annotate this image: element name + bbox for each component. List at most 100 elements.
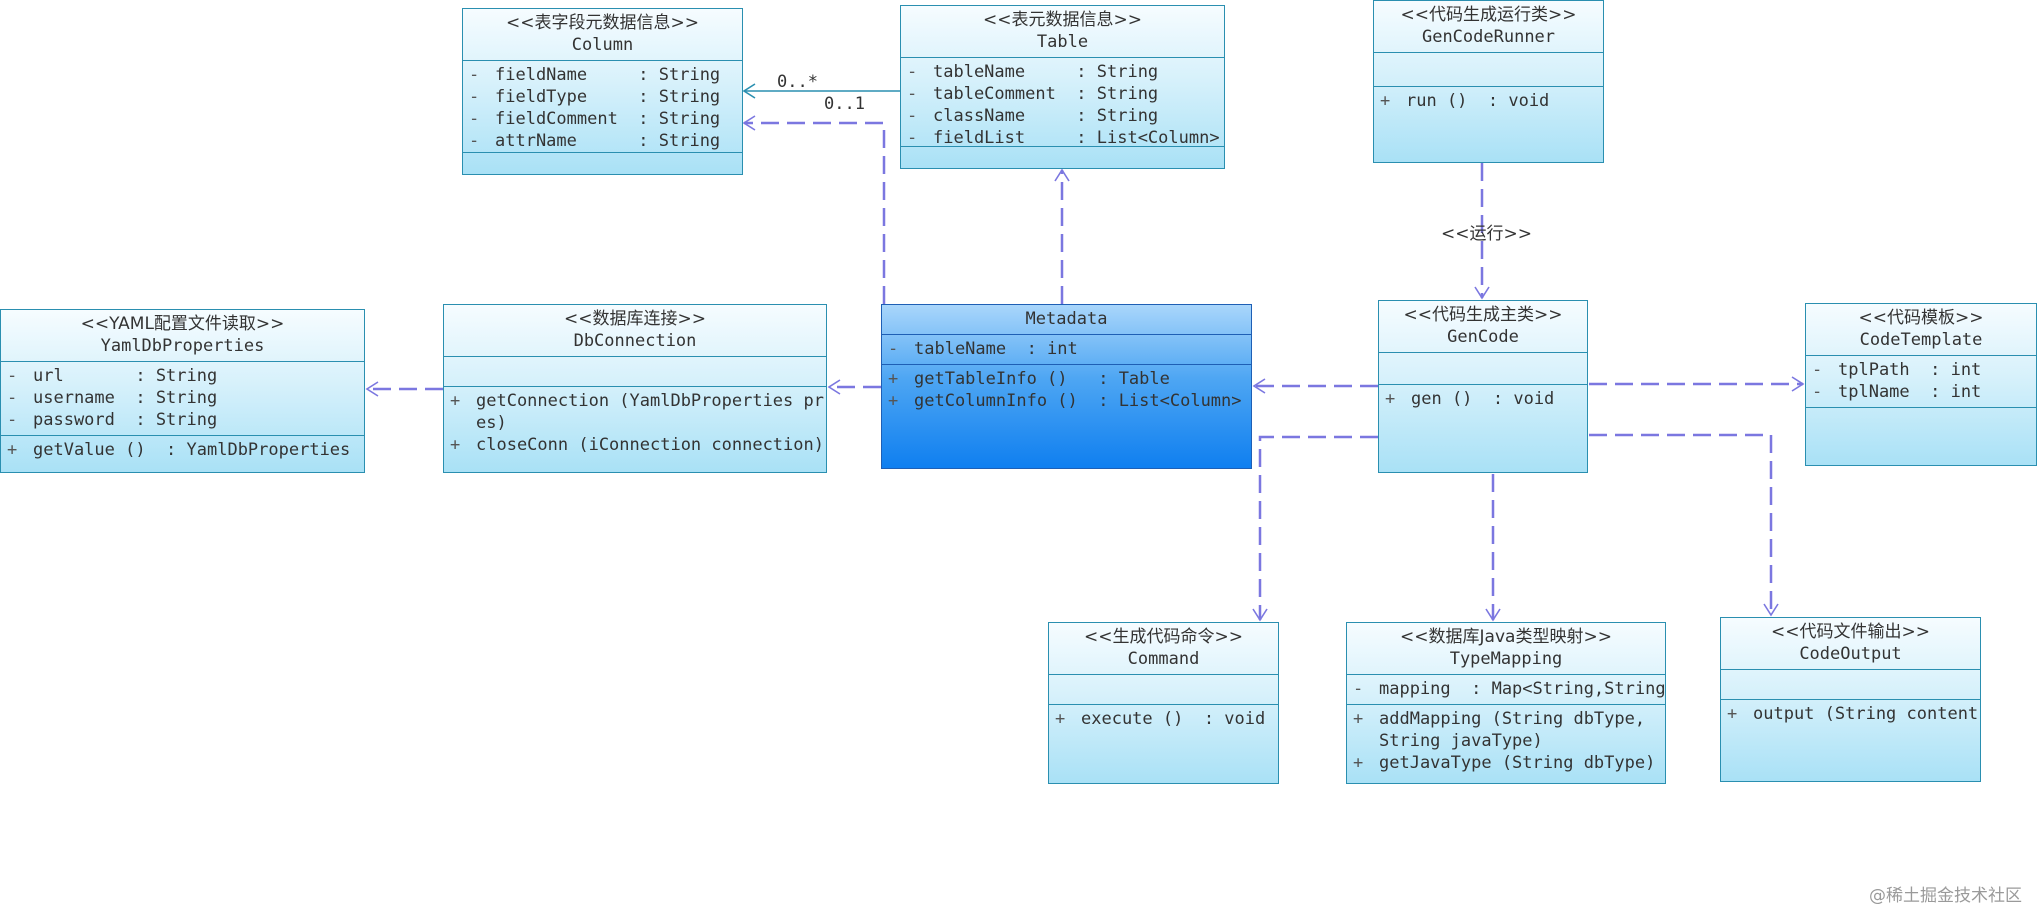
member-text: tplPath : int (1838, 360, 1982, 380)
visibility-marker: - (907, 62, 918, 82)
dependency-arrowhead (827, 379, 841, 395)
dependency-metadata-column (744, 121, 886, 304)
visibility-marker: - (907, 106, 918, 126)
class-type-mapping[interactable]: <<数据库Java类型映射>> TypeMapping -mapping : M… (1346, 622, 1666, 784)
attributes-section (1379, 353, 1587, 385)
stereotype: <<生成代码命令>> (1084, 627, 1243, 647)
class-code-output[interactable]: <<代码文件输出>> CodeOutput +output (String co… (1720, 617, 1981, 782)
visibility-marker: - (469, 131, 480, 151)
visibility-marker: - (1812, 360, 1823, 380)
member-text: fieldType : String (495, 87, 721, 107)
operation-row: +getTableInfo () : Table (888, 368, 1247, 390)
class-name: YamlDbProperties (100, 336, 265, 356)
class-gen-code-runner[interactable]: <<代码生成运行类>> GenCodeRunner +run () : void (1373, 0, 1604, 163)
class-header: Metadata (882, 305, 1251, 335)
member-text: tableComment : String (933, 84, 1159, 104)
dependency-arrowhead (1791, 376, 1805, 392)
class-name: GenCodeRunner (1421, 27, 1556, 47)
class-code-template[interactable]: <<代码模板>> CodeTemplate -tplPath : int-tpl… (1805, 303, 2037, 466)
operation-row: +getValue () : YamlDbProperties (7, 439, 360, 461)
member-text: run () : void (1406, 91, 1550, 111)
member-text: closeConn (iConnection connection) (476, 435, 824, 455)
class-header: <<代码生成运行类>> GenCodeRunner (1374, 1, 1603, 53)
dependency-arrowhead (1485, 608, 1501, 622)
class-header: <<数据库连接>> DbConnection (444, 305, 826, 357)
operations-section (463, 153, 742, 174)
operations-section: +run () : void (1374, 87, 1603, 162)
member-text: username : String (33, 388, 218, 408)
member-text: getConnection (YamlDbProperties pr (476, 391, 824, 411)
class-table[interactable]: <<表元数据信息>> Table -tableName : String-tab… (900, 5, 1225, 169)
operation-row: +closeConn (iConnection connection) (450, 434, 824, 456)
stereotype: <<代码模板>> (1858, 308, 1984, 328)
operations-section: +getTableInfo () : Table+getColumnInfo (… (882, 365, 1251, 468)
attributes-section (1721, 670, 1980, 700)
visibility-marker: + (7, 440, 18, 460)
class-header: <<表元数据信息>> Table (901, 6, 1224, 58)
class-name: DbConnection (573, 331, 697, 351)
attribute-row: -username : String (7, 387, 360, 409)
attributes-section (444, 357, 826, 387)
class-header: <<生成代码命令>> Command (1049, 623, 1278, 675)
class-db-connection[interactable]: <<数据库连接>> DbConnection +getConnection (Y… (443, 304, 827, 473)
watermark: @稀土掘金技术社区 (1869, 886, 2022, 906)
member-text: getColumnInfo () : List<Column> (914, 391, 1242, 411)
member-text: fieldComment : String (495, 109, 721, 129)
visibility-marker (450, 412, 476, 434)
attribute-row: -tableName : String (907, 61, 1220, 83)
visibility-marker: - (1812, 382, 1823, 402)
class-name: CodeTemplate (1859, 330, 1983, 350)
visibility-marker: - (1353, 679, 1364, 699)
class-header: <<代码文件输出>> CodeOutput (1721, 618, 1980, 670)
attribute-row: -fieldType : String (469, 86, 738, 108)
attribute-row: -attrName : String (469, 130, 738, 152)
member-text: getJavaType (String dbType) (1379, 753, 1656, 773)
operations-section: + gen () : void (1379, 385, 1587, 472)
attribute-row: -className : String (907, 105, 1220, 127)
class-gen-code[interactable]: <<代码生成主类>> GenCode + gen () : void (1378, 300, 1588, 473)
attribute-row: -password : String (7, 409, 360, 431)
operation-row: +output (String content) (1727, 703, 1980, 725)
attribute-row: -fieldComment : String (469, 108, 738, 130)
member-text: String javaType) (1379, 731, 1543, 751)
dependency-arrowhead (1252, 378, 1266, 394)
dependency-arrowhead (1054, 168, 1070, 182)
visibility-marker: + (1727, 704, 1738, 724)
attributes-section: - url : String-username : String-password… (1, 362, 364, 436)
member-text: url : String (33, 366, 218, 386)
member-text: es) (476, 413, 507, 433)
visibility-marker: - (469, 109, 480, 129)
member-text: password : String (33, 410, 218, 430)
class-column[interactable]: <<表字段元数据信息>> Column -fieldName : String-… (462, 8, 743, 175)
class-name: GenCode (1447, 327, 1519, 347)
run-stereotype-label: <<运行>> (1441, 224, 1532, 244)
dependency-arrowhead (742, 115, 756, 131)
association-arrowhead (742, 83, 756, 99)
operations-section: +output (String content) (1721, 700, 1980, 781)
stereotype: <<代码生成主类>> (1403, 305, 1563, 325)
member-text: execute () : void (1081, 709, 1266, 729)
attributes-section: -tableName : String-tableComment : Strin… (901, 58, 1224, 147)
visibility-marker: - (7, 410, 18, 430)
stereotype: <<代码生成运行类>> (1400, 5, 1577, 25)
class-yaml-db-properties[interactable]: <<YAML配置文件读取>> YamlDbProperties -url : S… (0, 309, 365, 473)
operations-section: +execute () : void (1049, 705, 1278, 783)
visibility-marker (1353, 730, 1379, 752)
member-text: fieldList : List<Column> (933, 128, 1220, 147)
stereotype: <<表元数据信息>> (983, 10, 1142, 30)
attribute-row: -tableComment : String (907, 83, 1220, 105)
operation-row: +getColumnInfo () : List<Column> (888, 390, 1247, 412)
attribute-row: -tableName : int (888, 338, 1247, 360)
visibility-marker: + (888, 369, 899, 389)
attribute-row: -fieldList : List<Column> (907, 127, 1220, 147)
stereotype: <<数据库连接>> (564, 309, 706, 329)
member-text: gen () : void (1411, 389, 1555, 409)
attribute-row: -tplName : int (1812, 381, 2032, 403)
class-metadata[interactable]: Metadata -tableName : int +getTableInfo … (881, 304, 1252, 469)
operation-row: +run () : void (1380, 90, 1599, 112)
operations-section (901, 147, 1224, 168)
class-name: CodeOutput (1799, 644, 1902, 664)
attributes-section: -mapping : Map<String,String> (1347, 675, 1665, 705)
visibility-marker: + (1385, 389, 1396, 409)
class-command[interactable]: <<生成代码命令>> Command +execute () : void (1048, 622, 1279, 784)
